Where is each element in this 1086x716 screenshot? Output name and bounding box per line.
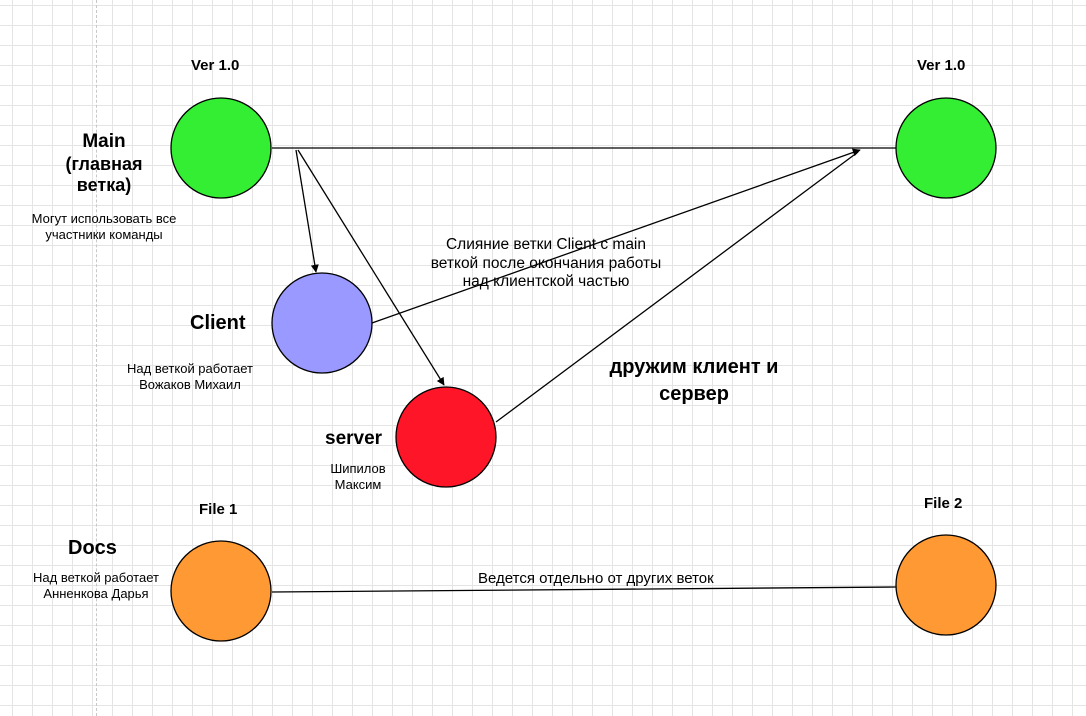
main-start-node	[170, 97, 272, 199]
main-to-client-arrow	[295, 149, 319, 273]
friends-note-line: дружим клиент и	[609, 356, 779, 378]
docs-start-node	[170, 540, 272, 642]
docs-branch-line	[271, 586, 897, 593]
main-description-line: Могут использовать все	[31, 211, 177, 226]
docs-description-line: Анненкова Дарья	[43, 585, 149, 601]
merge-note-line: веткой после окончания работы	[430, 254, 662, 272]
main-description-line: участники команды	[45, 226, 163, 242]
client-node	[271, 272, 373, 374]
server-description-line: Шипилов	[330, 461, 386, 476]
main-title-line: ветка)	[76, 175, 132, 196]
server-merge-line	[495, 151, 859, 423]
main-title: Main (главная ветка)	[44, 131, 164, 197]
server-node	[395, 386, 497, 488]
client-merge-arrow	[371, 148, 861, 324]
merge-note: Слияние ветки Client с main веткой после…	[408, 236, 684, 292]
client-description-line: Над веткой работает	[127, 361, 253, 376]
main-version-end: Ver 1.0	[917, 57, 966, 74]
merge-note-line: Слияние ветки Client с main	[445, 236, 647, 253]
docs-end-node	[895, 534, 997, 636]
server-description: Шипилов Максим	[316, 461, 400, 492]
docs-file-end: File 2	[924, 495, 963, 512]
docs-title: Docs	[68, 537, 117, 559]
server-title: server	[325, 428, 383, 449]
main-description: Могут использовать все участники команды	[14, 211, 194, 242]
merge-note-line: над клиентской частью	[462, 273, 630, 291]
friends-note-line: сервер	[659, 383, 729, 405]
client-description-line: Вожаков Михаил	[139, 376, 241, 392]
client-title: Client	[190, 312, 246, 334]
docs-file-start: File 1	[199, 501, 238, 518]
main-end-node	[895, 97, 997, 199]
docs-description-line: Над веткой работает	[33, 570, 159, 585]
docs-description: Над веткой работает Анненкова Дарья	[14, 570, 178, 601]
client-description: Над веткой работает Вожаков Михаил	[108, 361, 272, 392]
server-description-line: Максим	[334, 476, 382, 492]
main-version-start: Ver 1.0	[191, 57, 240, 74]
main-title-line: Main	[82, 131, 126, 152]
docs-edge-label: Ведется отдельно от других веток	[478, 570, 714, 587]
main-title-line: (главная	[65, 153, 143, 174]
friends-note: дружим клиент и сервер	[588, 354, 800, 408]
page-guide-line	[96, 0, 97, 716]
main-to-server-arrow	[297, 149, 445, 386]
